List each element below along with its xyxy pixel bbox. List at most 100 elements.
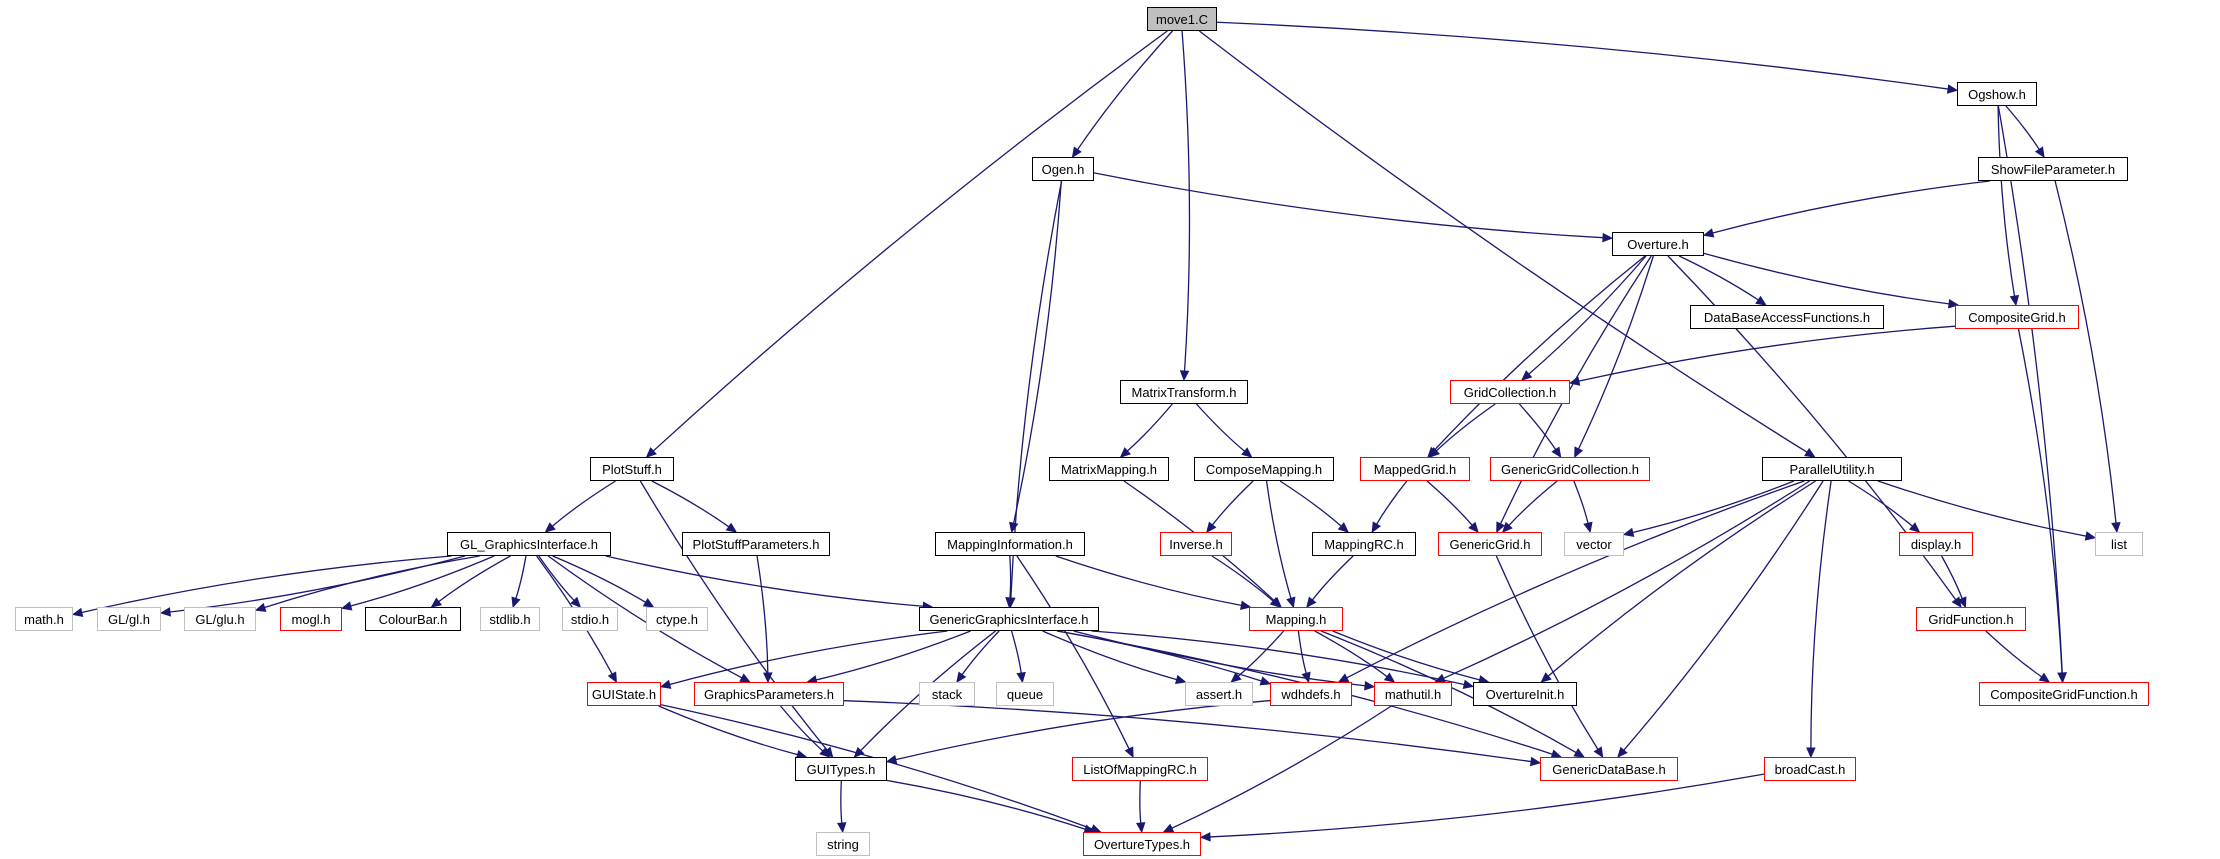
arrowhead-composemapping-to-mappingrc [1337,522,1349,533]
arrowhead-overture-to-genericgridcollection [1574,446,1584,459]
arrowhead-overture-to-dbaccess [1755,295,1767,306]
arrowhead-listofmappingrc-to-overturetypes [1135,822,1146,834]
edge-ggi-to-overtureinit [1091,630,1465,686]
node-showfile[interactable]: ShowFileParameter.h [1978,157,2128,181]
edge-gridfunction-to-compositegridfunction [1985,630,2043,678]
node-overtureinit[interactable]: OvertureInit.h [1473,682,1577,706]
node-parallelutility[interactable]: ParallelUtility.h [1762,457,1902,481]
arrowhead-guitypes-to-string [836,822,847,834]
node-compositegridfunction[interactable]: CompositeGridFunction.h [1979,682,2149,706]
edge-ggi-to-mathutil [1073,630,1366,687]
node-genericdatabase[interactable]: GenericDataBase.h [1540,757,1678,781]
node-guitypes[interactable]: GUITypes.h [795,757,887,781]
edge-ogen-to-overture [1093,172,1604,239]
node-mappingrc[interactable]: MappingRC.h [1312,532,1416,556]
arrowhead-compositegrid-to-gridcollection [1568,376,1581,386]
node-ogen[interactable]: Ogen.h [1032,157,1094,181]
arrowhead-parallelutility-to-overtureinit [1540,672,1552,683]
node-graphicsparams[interactable]: GraphicsParameters.h [694,682,844,706]
edge-glgi-to-glglu [264,555,480,609]
node-guistate[interactable]: GUIState.h [587,682,661,706]
node-matrixmapping[interactable]: MatrixMapping.h [1049,457,1169,481]
node-gridcollection[interactable]: GridCollection.h [1450,380,1570,404]
arrowhead-composemapping-to-mapping [1286,596,1296,609]
node-dbaccess[interactable]: DataBaseAccessFunctions.h [1690,305,1884,329]
node-compositegrid[interactable]: CompositeGrid.h [1955,305,2079,329]
arrowhead-mapping-to-assert [1230,672,1242,683]
edge-broadcast-to-overturetypes [1209,773,1765,838]
edge-ggi-to-graphicsparams [816,630,971,681]
node-colourbar[interactable]: ColourBar.h [365,607,461,631]
node-inverse[interactable]: Inverse.h [1160,532,1232,556]
arrowhead-parallelutility-to-list [2084,531,2097,541]
arrowhead-plotstuffparams-to-graphicsparams [763,672,773,684]
arrowhead-parallelutility-to-mathutil [1434,673,1446,683]
node-mogl[interactable]: mogl.h [280,607,342,631]
edge-glgi-to-mogl [350,555,495,607]
arrowhead-overture-to-gridfunction [1951,596,1962,608]
edge-ggi-to-queue [1010,630,1022,674]
node-listofmappingrc[interactable]: ListOfMappingRC.h [1072,757,1208,781]
edge-move1-to-ogen [1077,30,1173,150]
arrowhead-glgi-to-graphicsparams [739,673,751,683]
edge-genericgrid-to-genericdatabase [1495,555,1599,750]
edge-glgi-to-graphicsparams [547,555,743,679]
node-mapping[interactable]: Mapping.h [1249,607,1343,631]
node-mappedgrid[interactable]: MappedGrid.h [1360,457,1470,481]
edge-glgi-to-colourbar [438,555,511,603]
arrowhead-showfile-to-list [2111,522,2121,534]
edge-matrixtransform-to-composemapping [1195,403,1246,452]
edge-guitypes-to-string [840,780,843,824]
arrowhead-overture-to-gridcollection [1521,370,1533,381]
arrowhead-ggi-to-stack [956,671,967,684]
edge-guitypes-to-overturetypes [886,779,1086,830]
node-broadcast[interactable]: broadCast.h [1764,757,1856,781]
arrowhead-mappedgrid-to-genericgrid [1468,521,1479,533]
arrowhead-glgi-to-colourbar [430,597,443,608]
edge-mappinginfo-to-ggi [1009,555,1012,599]
edge-graphicsparams-to-guitypes [780,705,824,752]
arrowhead-ggi-to-assert [1174,674,1187,685]
edge-overture-to-compositegrid [1703,252,1950,305]
node-plotstuff[interactable]: PlotStuff.h [590,457,674,481]
node-genericgridcollection[interactable]: GenericGridCollection.h [1490,457,1650,481]
node-gridfunction[interactable]: GridFunction.h [1916,607,2026,631]
edge-ogshow-to-showfile [2005,105,2040,150]
node-glgi[interactable]: GL_GraphicsInterface.h [447,532,611,556]
node-mappinginfo[interactable]: MappingInformation.h [935,532,1085,556]
edge-plotstuff-to-guitypes [639,480,828,751]
arrowhead-gridcollection-to-mappedgrid [1428,447,1440,458]
edge-compositegrid-to-gridcollection [1578,325,1956,382]
edge-ogshow-to-compositegrid [1997,105,2016,297]
node-composemapping[interactable]: ComposeMapping.h [1194,457,1334,481]
arrowhead-ggi-to-mathutil [1364,680,1376,691]
arrowhead-mappedgrid-to-mappingrc [1371,521,1382,534]
edge-matrixtransform-to-matrixmapping [1126,403,1173,452]
edge-mappedgrid-to-genericgrid [1426,480,1473,526]
arrowhead-move1-to-ogshow [1946,84,1959,94]
edge-ogen-to-mappinginfo [1012,180,1062,524]
node-wdhdefs[interactable]: wdhdefs.h [1270,682,1352,706]
edge-genericgridcollection-to-genericgrid [1508,480,1558,526]
arrowhead-display-to-gridfunction [1957,596,1967,609]
arrowhead-glgi-to-ctype [642,598,655,608]
node-display[interactable]: display.h [1899,532,1973,556]
edge-glgi-to-math [81,555,452,614]
node-overturetypes[interactable]: OvertureTypes.h [1083,832,1201,856]
node-genericgrid[interactable]: GenericGrid.h [1438,532,1542,556]
node-glgl: GL/gl.h [97,607,161,631]
node-math: math.h [15,607,73,631]
node-matrixtransform[interactable]: MatrixTransform.h [1120,380,1248,404]
node-plotstuffparams[interactable]: PlotStuffParameters.h [682,532,830,556]
edge-ggi-to-assert [1042,630,1177,681]
arrowhead-glgi-to-glgl [159,607,171,617]
node-mathutil[interactable]: mathutil.h [1374,682,1452,706]
arrowhead-inverse-to-mapping [1269,597,1281,608]
arrowhead-mappinginfo-to-ggi [1005,597,1015,609]
arrowhead-genericgridcollection-to-vector [1583,521,1593,534]
edge-ogshow-to-compositegridfunction [1997,105,2063,674]
edge-guistate-to-guitypes [658,705,798,756]
node-ggi[interactable]: GenericGraphicsInterface.h [919,607,1099,631]
node-overture[interactable]: Overture.h [1612,232,1704,256]
node-ogshow[interactable]: Ogshow.h [1957,82,2037,106]
